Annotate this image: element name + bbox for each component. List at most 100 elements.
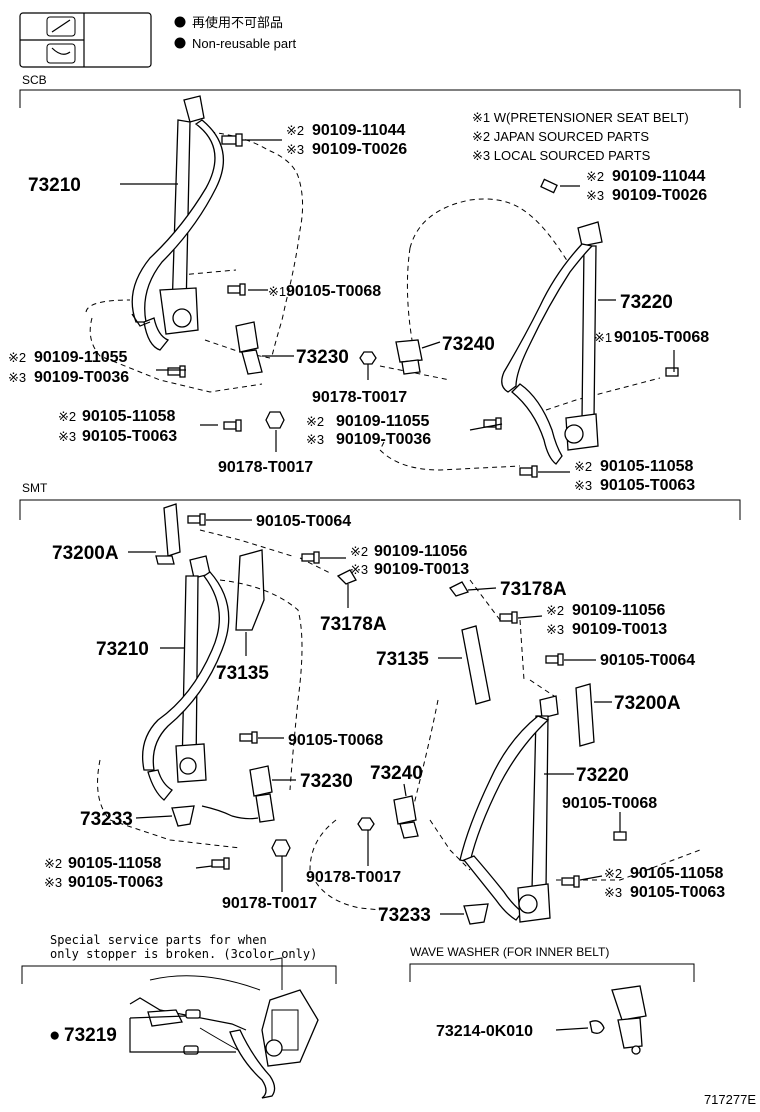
non-reusable-dot-icon	[174, 37, 186, 49]
part-label-90178-T0017: 90178-T0017	[222, 895, 317, 912]
bolt-icon	[561, 875, 580, 888]
part-label-73220: 73220	[620, 292, 673, 313]
bolt-icon	[227, 283, 246, 296]
part-label-90105-T0068: 90105-T0068	[286, 283, 381, 300]
nut-icon	[359, 351, 377, 365]
part-label-90109-T0026: 90109-T0026	[612, 187, 707, 204]
bolt-icon	[223, 419, 242, 432]
part-label-90105-T0063: 90105-T0063	[630, 884, 725, 901]
nut-icon	[265, 411, 285, 429]
bolt-icon	[483, 417, 502, 430]
note-3: ※3 LOCAL SOURCED PARTS	[472, 148, 651, 163]
smt-left-height-adjuster-73200A	[155, 503, 181, 565]
part-label-73200A: 73200A	[614, 693, 681, 714]
special-service-line-2: only stopper is broken. (3color only)	[50, 947, 317, 961]
part-label-73230: 73230	[296, 347, 349, 368]
part-label-73178A: 73178A	[320, 614, 387, 635]
smt-outer-belt-73210	[141, 555, 230, 801]
scb-left-seat-outline	[209, 131, 304, 357]
part-label-90105-T0068: 90105-T0068	[288, 732, 383, 749]
scb-outer-belt-73210	[131, 95, 225, 351]
note-1: ※1 W(PRETENSIONER SEAT BELT)	[472, 110, 689, 125]
part-label-90105-T0068: 90105-T0068	[562, 795, 657, 812]
part-label-73233: 73233	[378, 905, 431, 926]
svg-text:※3: ※3	[350, 562, 368, 577]
part-label-90105-T0063: 90105-T0063	[600, 477, 695, 494]
non-reusable-clip-icon	[46, 43, 76, 64]
legend-en-label: Non-reusable part	[192, 36, 296, 51]
part-label-90105-11058: 90105-11058	[82, 408, 176, 425]
smt-buckle-73230	[201, 765, 275, 823]
part-label-90109-T0026: 90109-T0026	[312, 141, 407, 158]
nut-icon	[271, 839, 291, 857]
svg-text:※2: ※2	[574, 459, 592, 474]
part-label-73214-0K010: 73214-0K010	[436, 1023, 533, 1040]
section-smt-label: SMT	[22, 481, 48, 495]
svg-text:※3: ※3	[8, 370, 26, 385]
part-label-90109-11055: 90109-11055	[336, 413, 430, 430]
svg-text:※3: ※3	[604, 885, 622, 900]
part-label-73210: 73210	[28, 175, 81, 196]
scb-buckle-73230	[235, 321, 263, 375]
svg-text:※2: ※2	[8, 350, 26, 365]
part-label-90109-T0013: 90109-T0013	[572, 621, 667, 638]
part-label-90109-T0036: 90109-T0036	[34, 369, 129, 386]
scb-buckle-73240	[395, 339, 423, 375]
stopper-detail-drawing	[129, 957, 319, 1099]
svg-text:※2: ※2	[586, 169, 604, 184]
svg-text:※2: ※2	[286, 123, 304, 138]
bolt-icon	[211, 857, 230, 870]
smt-buckle-73240	[393, 795, 419, 839]
smt-pillar-trim-73135-left	[235, 549, 265, 631]
nut-icon	[357, 817, 375, 831]
part-label-73220: 73220	[576, 765, 629, 786]
special-service-line-1: Special service parts for when	[50, 933, 267, 947]
smt-left-seat-outline	[219, 579, 303, 791]
svg-text:※3: ※3	[546, 622, 564, 637]
part-label-90105-T0064: 90105-T0064	[600, 652, 695, 669]
part-label-73210: 73210	[96, 639, 149, 660]
part-label-90105-11058: 90105-11058	[630, 865, 724, 882]
part-label-90105-T0063: 90105-T0063	[82, 428, 177, 445]
legend-jp-label: 再使用不可部品	[192, 15, 283, 30]
part-label-90109-T0013: 90109-T0013	[374, 561, 469, 578]
svg-text:※2: ※2	[604, 866, 622, 881]
bolt-icon	[167, 365, 186, 378]
part-label-90105-T0064: 90105-T0064	[256, 513, 351, 530]
part-label-73200A: 73200A	[52, 543, 119, 564]
part-label-90109-11056: 90109-11056	[374, 543, 468, 560]
smt-right-height-adjuster-73200A	[575, 683, 595, 747]
svg-text:※2: ※2	[546, 603, 564, 618]
svg-text:※2: ※2	[58, 409, 76, 424]
part-label-90105-T0063: 90105-T0063	[68, 874, 163, 891]
part-label-90109-T0036: 90109-T0036	[336, 431, 431, 448]
bolt-icon	[519, 465, 538, 478]
smt-inner-belt-73220	[459, 695, 559, 923]
svg-text:※3: ※3	[574, 478, 592, 493]
part-label-90105-T0068: 90105-T0068	[614, 329, 709, 346]
svg-text:※3: ※3	[586, 188, 604, 203]
part-label-90109-11056: 90109-11056	[572, 602, 666, 619]
part-label-73178A: 73178A	[500, 579, 567, 600]
bolt-icon	[187, 513, 206, 526]
bolt-icon	[540, 178, 558, 194]
part-label-90105-11058: 90105-11058	[600, 458, 694, 475]
bolt-icon	[665, 367, 679, 377]
reusable-clip-icon	[46, 16, 76, 37]
svg-text:※1: ※1	[268, 284, 286, 299]
bolt-icon	[499, 611, 518, 624]
part-label-73219: 73219	[64, 1025, 117, 1046]
smt-cover-73233-right	[463, 903, 489, 925]
smt-cover-73178A-left	[336, 569, 357, 585]
bolt-icon	[613, 831, 627, 841]
svg-text:※3: ※3	[44, 875, 62, 890]
svg-text:※1: ※1	[594, 330, 612, 345]
note-2: ※2 JAPAN SOURCED PARTS	[472, 129, 649, 144]
part-label-90109-11044: 90109-11044	[612, 168, 706, 185]
section-scb-label: SCB	[22, 73, 47, 87]
smt-cover-73178A-right	[449, 581, 469, 597]
non-reusable-dot-icon	[174, 16, 186, 28]
part-label-73230: 73230	[300, 771, 353, 792]
part-label-73135: 73135	[376, 649, 429, 670]
